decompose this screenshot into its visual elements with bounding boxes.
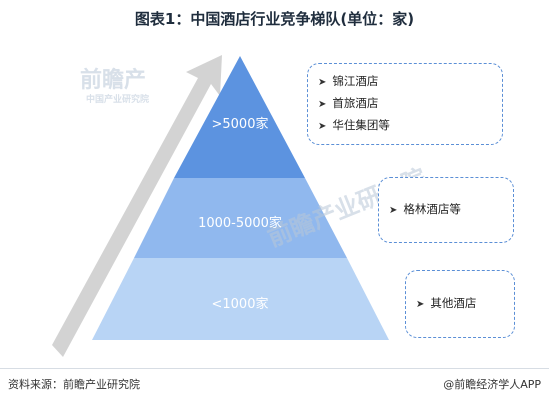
tier-bottom: [92, 258, 389, 340]
tier-label-middle: 1000-5000家: [198, 216, 282, 231]
chevron-right-icon: ➤: [318, 121, 327, 132]
chevron-right-icon: ➤: [389, 205, 398, 216]
tier-bottom-companies-box: ➤其他酒店: [405, 270, 515, 338]
tier-middle: [134, 178, 347, 258]
list-item: ➤锦江酒店: [318, 71, 492, 93]
footer: 资料来源：前瞻产业研究院 @前瞻经济学人APP: [0, 368, 549, 403]
tier-top: [174, 56, 305, 178]
list-item: ➤华住集团等: [318, 115, 492, 137]
chevron-right-icon: ➤: [416, 299, 425, 310]
chevron-right-icon: ➤: [318, 99, 327, 110]
tier-label-bottom: <1000家: [211, 297, 269, 312]
source-note: 资料来源：前瞻产业研究院: [8, 378, 140, 391]
tier-top-companies-box: ➤锦江酒店 ➤首旅酒店 ➤华住集团等: [307, 63, 503, 145]
tier-middle-companies-box: ➤格林酒店等: [378, 177, 514, 243]
growth-arrow: [52, 55, 222, 357]
tier-label-top: >5000家: [211, 117, 269, 132]
credit-note: @前瞻经济学人APP: [443, 378, 541, 391]
chevron-right-icon: ➤: [318, 77, 327, 88]
chart-title: 图表1：中国酒店行业竞争梯队(单位：家): [134, 10, 415, 28]
list-item: ➤其他酒店: [416, 293, 504, 315]
list-item: ➤首旅酒店: [318, 93, 492, 115]
list-item: ➤格林酒店等: [389, 199, 503, 221]
footer-divider: [0, 368, 549, 369]
